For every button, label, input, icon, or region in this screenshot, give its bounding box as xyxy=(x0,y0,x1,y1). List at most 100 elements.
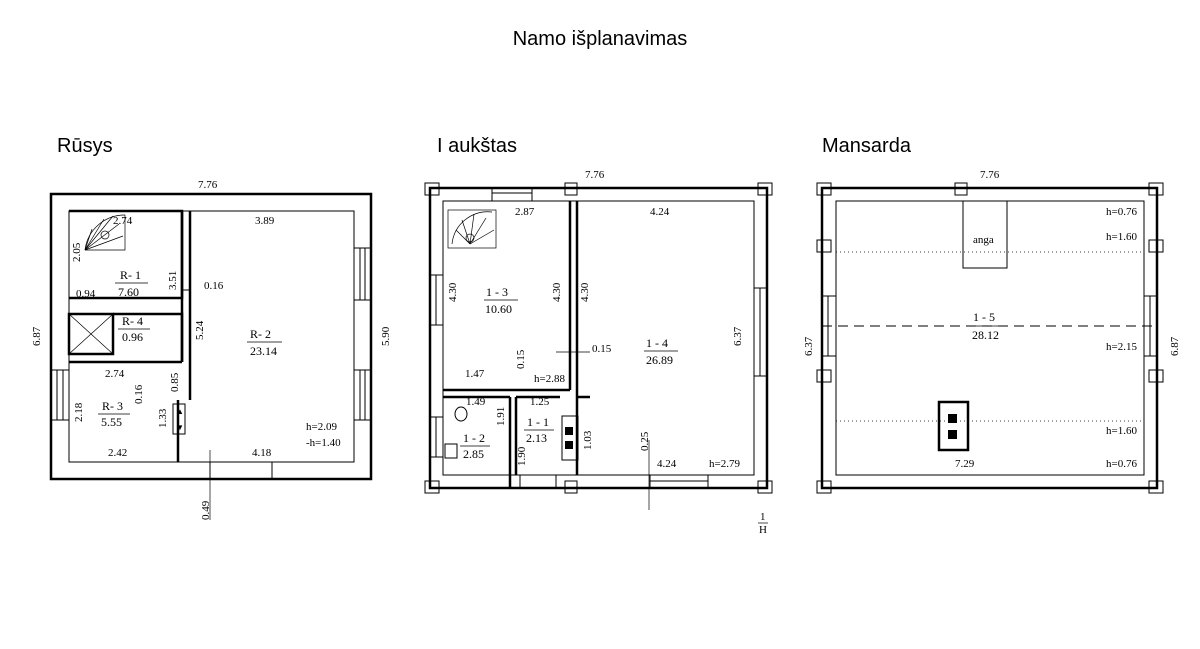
toilet-icon xyxy=(454,406,468,422)
room-15-area: 28.12 xyxy=(972,328,999,342)
r11-walls xyxy=(508,390,579,488)
room-13-id: 1 - 3 xyxy=(486,285,508,299)
ff-footnote-bottom: H xyxy=(759,524,767,536)
attic-h2: h=1.60 xyxy=(1106,231,1137,243)
basement-dim-door-offset: 0.49 xyxy=(200,500,212,520)
basement-dim-r3-height: 2.18 xyxy=(73,402,85,422)
room-r3-id: R- 3 xyxy=(102,399,123,413)
ff-dim-r11-height-b: 1.90 xyxy=(516,446,528,466)
first-floor-title: I aukštas xyxy=(437,135,518,157)
ff-dim-r14-width: 4.24 xyxy=(650,206,670,218)
ff-dim-r11-height: 1.91 xyxy=(495,407,507,426)
room-r4-area: 0.96 xyxy=(122,330,143,344)
first-floor-chimney xyxy=(561,415,579,461)
r13-bottom-wall xyxy=(443,388,570,399)
svg-text:▲: ▲ xyxy=(176,407,184,416)
basement-title: Rūsys xyxy=(57,135,113,157)
basement-dim-r2-height-a: 3.51 xyxy=(167,271,179,290)
ff-dim-r13-height-b: 4.30 xyxy=(551,282,563,302)
attic-dim-left-height: 6.37 xyxy=(803,336,815,356)
r2-left-wall xyxy=(69,211,184,364)
ff-dim-r13-height: 4.30 xyxy=(447,282,459,302)
room-15-id: 1 - 5 xyxy=(973,310,995,324)
ff-dim-r13-bottom: 1.47 xyxy=(465,368,485,380)
ff-dim-top-width: 7.76 xyxy=(585,169,605,181)
attic-chimney xyxy=(937,400,970,452)
sink-icon xyxy=(444,443,458,459)
ff-dim-r14-height: 6.37 xyxy=(732,326,744,346)
attic-h1: h=0.76 xyxy=(1106,206,1137,218)
ff-h-stair: h=2.88 xyxy=(534,373,565,385)
basement-dim-r3-width-bottom: 2.42 xyxy=(108,447,127,459)
basement-dim-r3-wall-b: 0.85 xyxy=(169,372,181,392)
attic-h3: h=2.15 xyxy=(1106,341,1137,353)
basement-dim-right-height: 5.90 xyxy=(380,326,392,346)
room-12-id: 1 - 2 xyxy=(463,431,485,445)
basement-dim-r2-width: 3.89 xyxy=(255,215,275,227)
basement-plan: ▲ ▼ 7.76 2.74 2.05 0.94 3.89 3.51 0.16 5… xyxy=(31,179,392,520)
first-floor-outer-wall xyxy=(428,186,769,490)
attic-windows xyxy=(821,295,1158,357)
room-11-area: 2.13 xyxy=(526,431,547,445)
first-floor-inner-wall xyxy=(442,200,755,476)
attic-opening xyxy=(962,200,1008,269)
attic-title: Mansarda xyxy=(822,135,911,157)
first-floor-plan: 7.76 2.87 4.24 4.30 4.30 4.30 6.37 0.15 … xyxy=(424,169,773,536)
room-r1-id: R- 1 xyxy=(120,268,141,282)
ff-dim-r14-bottom: 4.24 xyxy=(657,458,677,470)
attic-h4: h=1.60 xyxy=(1106,425,1137,437)
attic-log-corners xyxy=(816,182,1164,494)
basement-outer-wall xyxy=(49,192,373,481)
basement-dim-r1-bottom: 0.94 xyxy=(76,288,96,300)
first-floor-spiral-stair xyxy=(447,209,497,249)
first-floor-windows xyxy=(429,187,768,489)
ff-dim-chimney: 1.03 xyxy=(582,430,594,450)
room-r2-area: 23.14 xyxy=(250,344,277,358)
attic-dim-right-height: 6.87 xyxy=(1169,336,1181,356)
log-corners xyxy=(424,182,773,494)
ff-dim-wall-a: 0.15 xyxy=(515,349,527,369)
basement-height-neg: -h=1.40 xyxy=(306,437,341,449)
basement-dim-r1-width: 2.74 xyxy=(113,215,133,227)
ff-dim-r13-width: 2.87 xyxy=(515,206,535,218)
svg-text:▼: ▼ xyxy=(176,423,184,432)
r4-shaft xyxy=(67,312,115,356)
room-r2-id: R- 2 xyxy=(250,327,271,341)
basement-dim-left-height: 6.87 xyxy=(31,326,43,346)
basement-spiral-stair xyxy=(84,214,126,251)
ff-height: h=2.79 xyxy=(709,458,740,470)
ff-dim-r12-width: 1.49 xyxy=(466,396,486,408)
attic-dim-top-width: 7.76 xyxy=(980,169,1000,181)
ff-dim-r14-height-l: 4.30 xyxy=(579,282,591,302)
basement-dim-wall-width: 0.16 xyxy=(204,280,224,292)
attic-dim-bottom-width: 7.29 xyxy=(955,458,975,470)
basement-dim-r3-door: 1.33 xyxy=(157,408,169,428)
basement-dim-r3-wall: 0.16 xyxy=(133,384,145,404)
room-11-id: 1 - 1 xyxy=(527,415,549,429)
ff-footnote-top: 1 xyxy=(760,511,766,523)
room-12-area: 2.85 xyxy=(463,447,484,461)
r13-r14-partition xyxy=(568,201,579,390)
basement-dim-top-width: 7.76 xyxy=(198,179,218,191)
room-13-area: 10.60 xyxy=(485,302,512,316)
ff-dim-r11-width: 1.25 xyxy=(530,396,550,408)
room-14-id: 1 - 4 xyxy=(646,336,668,350)
room-r1-area: 7.60 xyxy=(118,285,139,299)
ff-dim-wall-c: 0.25 xyxy=(639,431,651,451)
r2-partition xyxy=(176,211,192,462)
basement-dim-r2-height-b: 5.24 xyxy=(194,320,206,340)
basement-windows xyxy=(50,247,372,421)
ff-dim-wall-b: 0.15 xyxy=(592,343,612,355)
basement-dim-r1-height: 2.05 xyxy=(71,242,83,262)
attic-plan: 7.76 6.37 6.87 7.29 anga h=0.76 h=1.60 h… xyxy=(803,169,1181,494)
room-14-area: 26.89 xyxy=(646,353,673,367)
basement-dim-r2-bottom: 4.18 xyxy=(252,447,272,459)
basement-height: h=2.09 xyxy=(306,421,337,433)
room-r4-id: R- 4 xyxy=(122,314,143,328)
room-r3-area: 5.55 xyxy=(101,415,122,429)
page-title: Namo išplanavimas xyxy=(512,28,688,50)
r3-chimney xyxy=(172,403,186,435)
attic-opening-label: anga xyxy=(973,234,994,246)
basement-dim-r3-width-top: 2.74 xyxy=(105,368,125,380)
